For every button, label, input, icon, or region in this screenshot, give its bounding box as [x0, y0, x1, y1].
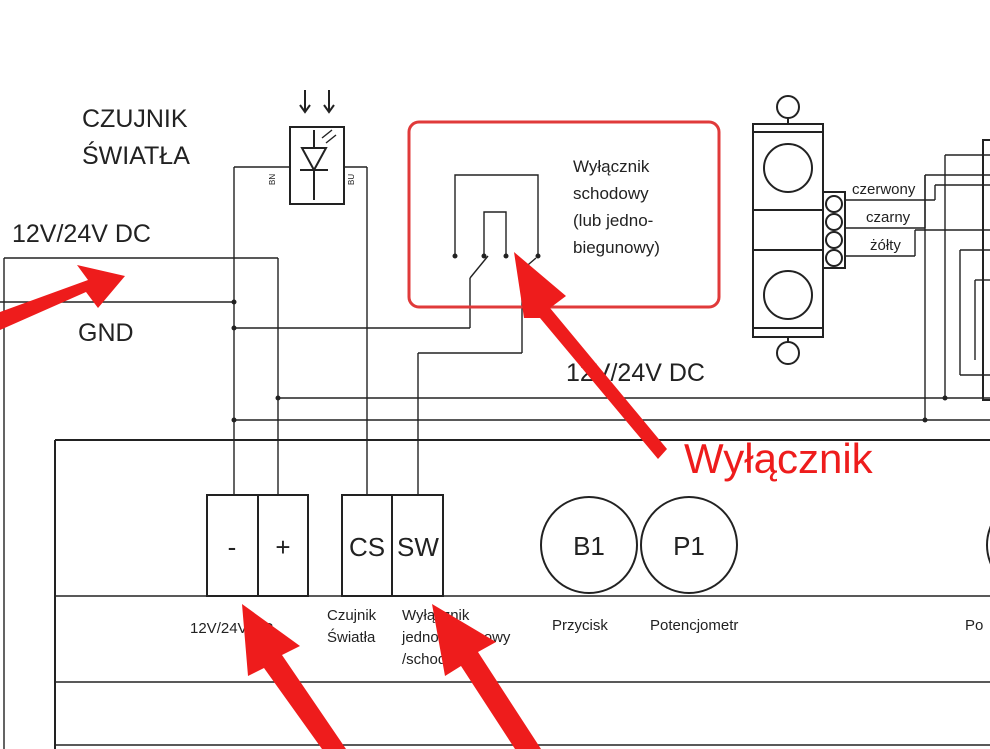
- light-sensor-label-1: CZUJNIK: [82, 105, 188, 133]
- terminal-sw: SW: [397, 532, 439, 562]
- caption-sensor-1: Czujnik: [327, 607, 377, 624]
- staircase-switch: Wyłącznik schodowy (lub jedno- biegunowy…: [407, 120, 721, 309]
- controller-board: - + CS SW B1 P1: [54, 439, 990, 749]
- wire-color-red: czerwony: [852, 181, 916, 198]
- arrow-to-switch: [514, 252, 667, 459]
- terminal-cs: CS: [349, 532, 385, 562]
- arrow-to-power-caption: [242, 604, 346, 749]
- caption-sensor-2: Światła: [327, 628, 376, 646]
- board-captions: 12V/24V DC Czujnik Światła Wyłącznik jed…: [190, 607, 983, 668]
- junction-dots: [231, 299, 948, 423]
- light-sensor: BN BU: [268, 90, 356, 205]
- wire-color-yellow: żółty: [870, 237, 901, 254]
- sensor-pin-bu: BU: [347, 174, 356, 185]
- gnd-label: GND: [78, 319, 134, 347]
- red-arrows: [0, 252, 667, 749]
- terminal-plus: +: [275, 532, 290, 562]
- light-sensor-label-2: ŚWIATŁA: [82, 140, 190, 170]
- caption-button: Przycisk: [552, 617, 608, 634]
- circle-b1: B1: [573, 531, 605, 561]
- circle-p1: P1: [673, 531, 705, 561]
- switch-desc-line-4: biegunowy): [573, 238, 660, 257]
- caption-potentiometer: Potencjometr: [650, 617, 738, 634]
- switch-desc-line-3: (lub jedno-: [573, 211, 653, 230]
- caption-cut: Po: [965, 617, 983, 634]
- terminal-minus: -: [228, 532, 237, 562]
- sensor-pin-bn: BN: [268, 174, 277, 185]
- power-top-label: 12V/24V DC: [12, 220, 151, 248]
- switch-highlight-box: [407, 120, 721, 309]
- switch-desc-line-1: Wyłącznik: [573, 157, 650, 176]
- potentiometer-symbol: czerwony czarny żółty: [752, 95, 990, 365]
- wire-color-black: czarny: [866, 209, 911, 226]
- arrow-to-power-wire: [0, 265, 125, 330]
- switch-desc-line-2: schodowy: [573, 184, 649, 203]
- arrow-to-switch-caption: [432, 604, 541, 749]
- annotation-label: Wyłącznik: [684, 435, 874, 482]
- wires: [0, 139, 990, 749]
